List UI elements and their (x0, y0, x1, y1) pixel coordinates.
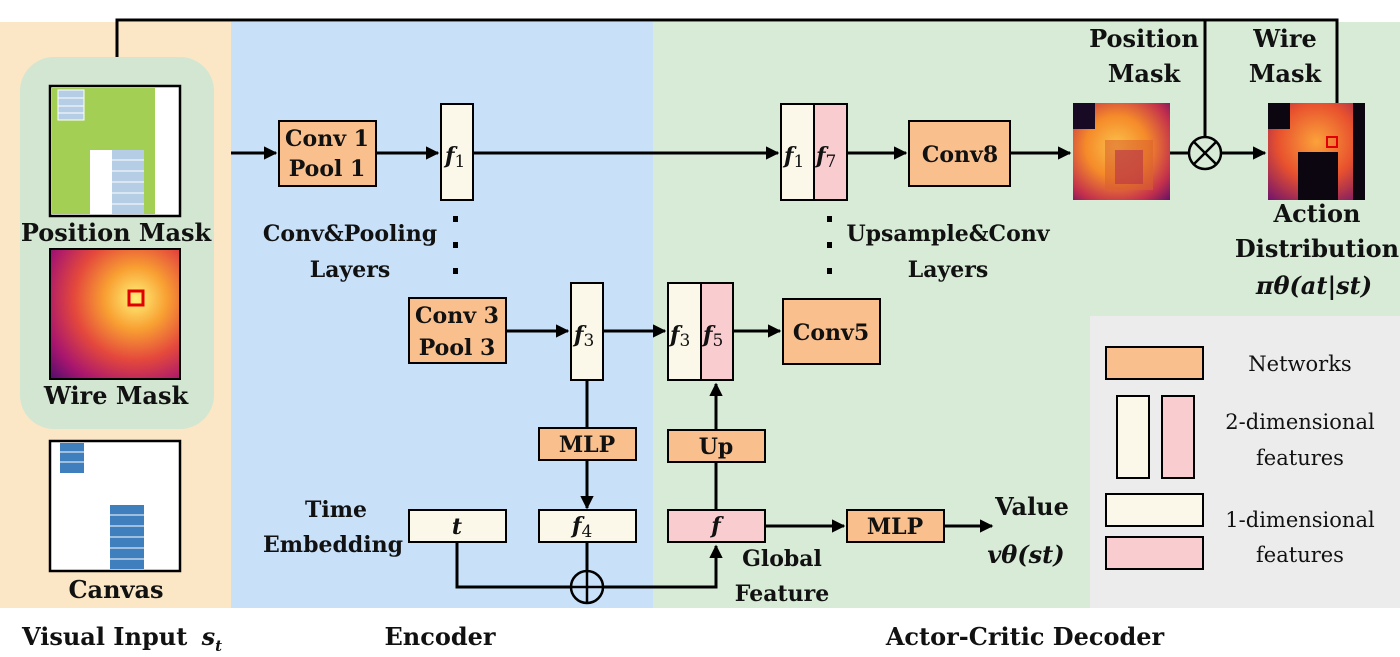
pool1-label: Pool 1 (289, 156, 366, 182)
feature-f3-concat-label: f3 (668, 322, 690, 351)
feature-f3-concat (667, 282, 702, 381)
action-formula: πθ(at|st) (1255, 271, 1372, 300)
legend-2d-label-b: features (1256, 446, 1344, 470)
pos-mask-label-a: Position (1089, 24, 1199, 53)
global-label: Global (742, 546, 822, 572)
up-box (667, 429, 766, 463)
conv8-label: Conv8 (922, 142, 998, 168)
conv8-box (908, 120, 1011, 187)
pos-mask-label-b: Mask (1108, 59, 1182, 88)
feature-f3-label: f3 (572, 322, 594, 351)
decoder-mlp-box (846, 509, 945, 543)
conv5-label: Conv5 (793, 320, 869, 346)
sum-to-global-arrow (603, 544, 723, 589)
value-formula: vθ(st) (987, 540, 1064, 569)
conv3-label: Conv 3 (415, 303, 499, 329)
conv-pooling-layers-label: Layers (310, 257, 390, 283)
feature-f7-label: f7 (814, 143, 836, 172)
feature-f1-concat-label: f1 (782, 143, 804, 172)
embedding-label: Embedding (263, 532, 403, 558)
legend-networks-label: Networks (1248, 352, 1351, 376)
global-feature-f-label: f (709, 513, 724, 539)
value-label: Value (994, 492, 1069, 521)
conv3-box (408, 297, 507, 364)
wire-mask-label-b: Mask (1249, 59, 1323, 88)
pool3-label: Pool 3 (419, 335, 496, 361)
legend-1d-light-swatch (1105, 493, 1204, 527)
encoder-mlp-box (538, 427, 637, 461)
time-to-sum-line (455, 542, 571, 589)
legend-1d-label-b: features (1256, 543, 1344, 567)
wire-mask-label: Wire Mask (43, 381, 190, 410)
position-mask-image (48, 84, 182, 218)
canvas-image (48, 439, 182, 573)
action-label: Action (1273, 199, 1361, 228)
feature-label: Feature (735, 581, 829, 607)
encoder-mlp-label: MLP (559, 432, 615, 458)
decoder-mlp-label: MLP (867, 514, 923, 540)
upsample-conv-label: Upsample&Conv (846, 221, 1050, 247)
encoder-title: Encoder (384, 622, 495, 651)
canvas-label: Canvas (68, 575, 163, 604)
sum-node (569, 569, 605, 605)
time-t-label: t (452, 514, 462, 540)
legend-1d-pink-swatch (1105, 536, 1204, 570)
feature-f5 (700, 282, 734, 381)
action-heatmap-image (1268, 103, 1365, 200)
time-embedding-box (408, 509, 507, 543)
feature-f3 (570, 282, 604, 381)
position-feedback-line (115, 18, 1344, 134)
feature-f4 (538, 509, 637, 543)
feature-f1-label: f1 (443, 143, 465, 172)
conv1-label: Conv 1 (285, 126, 369, 152)
decoder-ellipsis (827, 216, 832, 274)
distribution-label: Distribution (1235, 234, 1399, 263)
legend-2d-label-a: 2-dimensional (1225, 410, 1375, 434)
upsample-layers-label: Layers (908, 257, 988, 283)
conv5-box (782, 298, 881, 365)
feature-f1 (440, 103, 474, 201)
feature-f4-label: f4 (570, 513, 592, 542)
position-mask-label: Position Mask (21, 218, 213, 247)
feature-f7 (813, 103, 848, 201)
legend-2d-pink-swatch (1161, 395, 1195, 479)
conv1-box (278, 120, 377, 187)
wire-mask-image (49, 248, 181, 380)
visual-input-title: Visual Input st (21, 622, 222, 655)
position-heatmap-image (1073, 103, 1170, 200)
up-label: Up (699, 434, 734, 460)
conv-pooling-label: Conv&Pooling (263, 221, 437, 247)
decoder-title: Actor-Critic Decoder (885, 622, 1165, 651)
legend-networks-swatch (1105, 346, 1204, 380)
feature-f5-label: f5 (701, 322, 723, 351)
legend-2d-light-swatch (1116, 395, 1150, 479)
time-label: Time (305, 497, 367, 523)
legend-1d-label-a: 1-dimensional (1225, 508, 1375, 532)
encoder-ellipsis (453, 216, 458, 274)
wire-mask-label-a: Wire (1252, 24, 1317, 53)
